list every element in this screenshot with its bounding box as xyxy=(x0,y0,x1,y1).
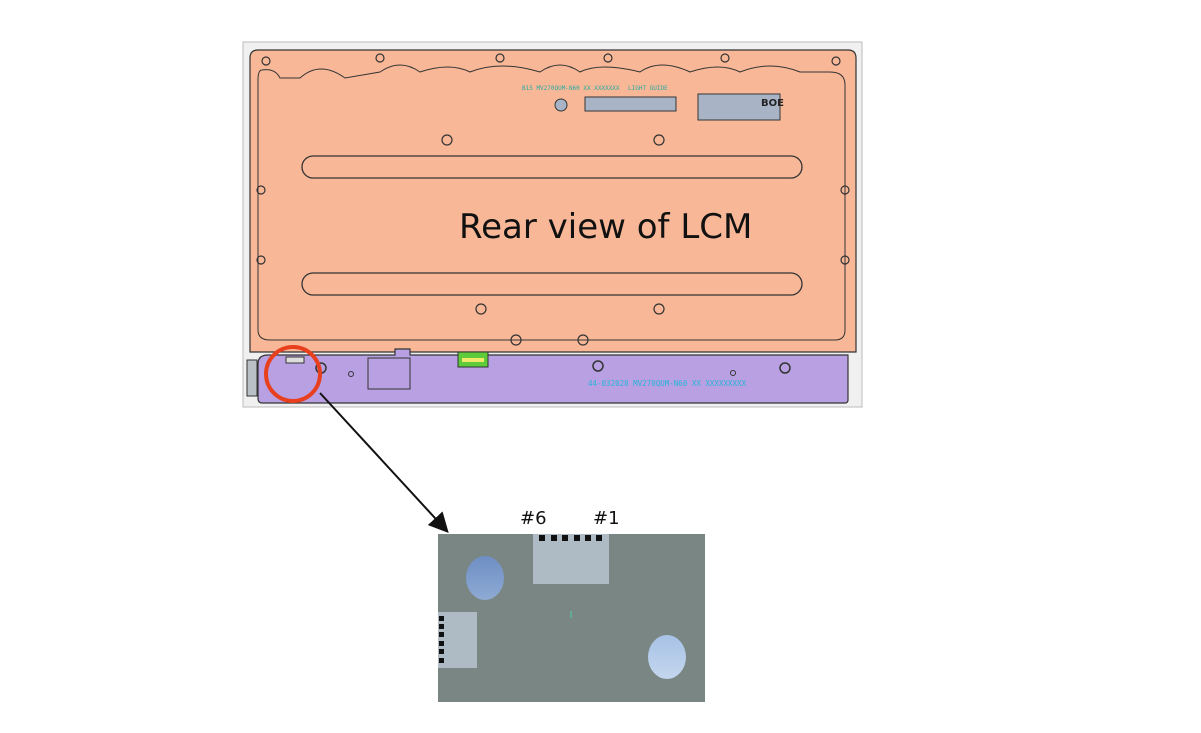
screw-holes xyxy=(256,53,850,346)
panel-rect-label xyxy=(584,96,677,112)
board-hole xyxy=(730,370,736,376)
boe-logo-text: BOE xyxy=(761,98,784,109)
top-code-text: B15 MV270QUM-N60 XX XXXXXXX xyxy=(522,85,620,92)
light-guide-text: LIGHT GUIDE xyxy=(628,85,668,92)
bottom-board-strip xyxy=(257,348,849,404)
connector-top-pins xyxy=(539,535,602,541)
callout-arrow xyxy=(319,392,449,533)
bottom-code-text: 44-032028 MV270QUM-N60 XX XXXXXXXXX xyxy=(588,379,747,388)
connector-top xyxy=(533,534,609,584)
connector-left xyxy=(438,612,477,668)
connector-left-pins xyxy=(439,616,444,663)
panel-rib-bottom xyxy=(301,272,803,296)
boe-nameplate xyxy=(697,93,781,121)
board-hole xyxy=(348,371,354,377)
panel-rib-top xyxy=(301,155,803,179)
board-chip xyxy=(367,357,411,390)
green-connector-insert xyxy=(462,358,484,362)
panel-inner-outline xyxy=(257,64,846,341)
pin-label-6: #6 xyxy=(520,508,547,529)
lcm-rear-panel xyxy=(249,49,857,353)
board-screw xyxy=(592,360,604,372)
highlight-circle xyxy=(264,345,322,403)
side-bracket xyxy=(246,359,258,397)
diagram-title: Rear view of LCM xyxy=(459,207,752,247)
mounting-hole xyxy=(648,635,686,679)
mounting-hole xyxy=(466,556,504,600)
pin-label-1: #1 xyxy=(593,508,620,529)
board-screw xyxy=(779,362,791,374)
panel-round-marker xyxy=(554,98,568,112)
board-connector-small xyxy=(285,356,305,364)
